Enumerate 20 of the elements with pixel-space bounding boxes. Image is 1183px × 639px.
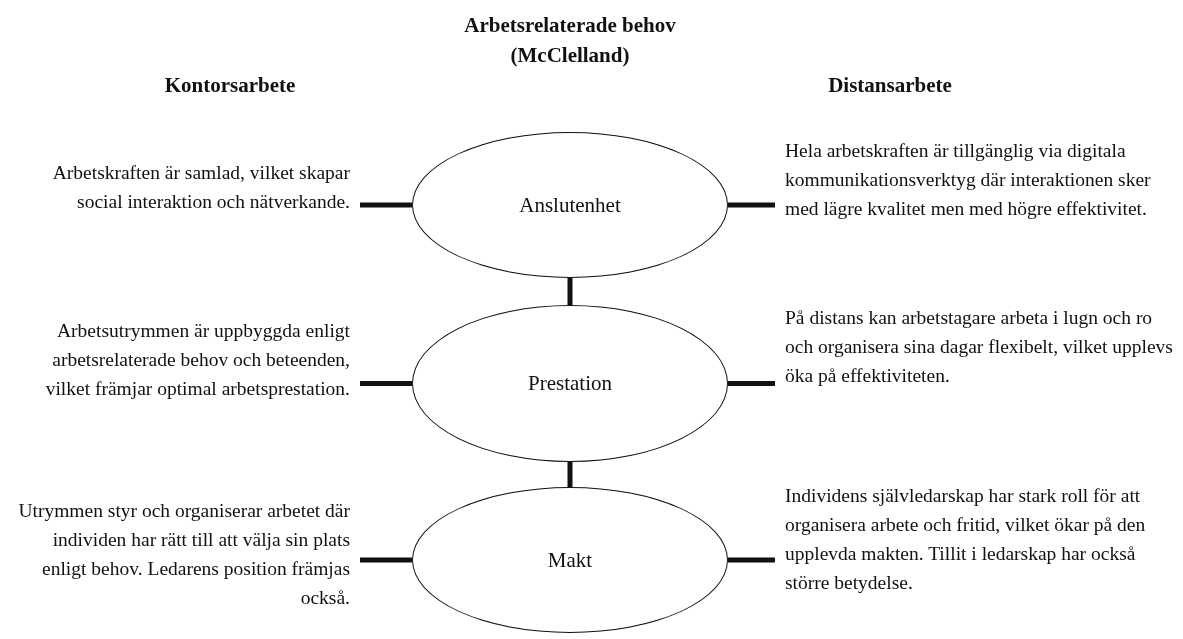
description-text: På distans kan arbetstagare arbeta i lugn och ro och organisera sina dagar flexibelt, vilket upplevs öka på effektiviteten.	[775, 303, 1180, 423]
description-text: Arbetskraften är samlad, vilket skapar social interaktion och nätverkande.	[5, 158, 360, 248]
connector-line	[360, 557, 412, 563]
connector-line	[360, 202, 412, 208]
column-heading: Distansarbete	[827, 72, 953, 99]
column-heading: Kontorsarbete	[163, 72, 297, 99]
description-text: Individens självledarskap har stark roll för att organisera arbete och fritid, vilket ökar på den upplevda makten. Tillit i ledarskap har också större betydelse.	[775, 481, 1180, 631]
connector-line	[567, 278, 573, 305]
connector-line	[728, 202, 775, 208]
description-text: Utrymmen styr och organiserar arbetet där individen har rätt till att välja sin plats enligt behov. Ledarens position främjas också.	[5, 496, 360, 614]
connector-line	[728, 557, 775, 563]
column-heading: Arbetsrelaterade behov (McClelland)	[463, 12, 677, 69]
need-ellipse: Prestation	[412, 305, 728, 462]
need-ellipse: Anslutenhet	[412, 132, 728, 278]
connector-line	[360, 381, 412, 386]
connector-line	[567, 462, 573, 487]
description-text: Arbetsutrymmen är uppbyggda enligt arbetsrelaterade behov och beteenden, vilket främjar optimal arbetsprestation.	[5, 316, 360, 434]
need-ellipse: Makt	[412, 487, 728, 633]
description-text: Hela arbetskraften är tillgänglig via digitala kommunikationsverktyg där interaktionen sker med lägre kvalitet men med högre effektivitet.	[775, 136, 1180, 256]
connector-line	[728, 381, 775, 386]
